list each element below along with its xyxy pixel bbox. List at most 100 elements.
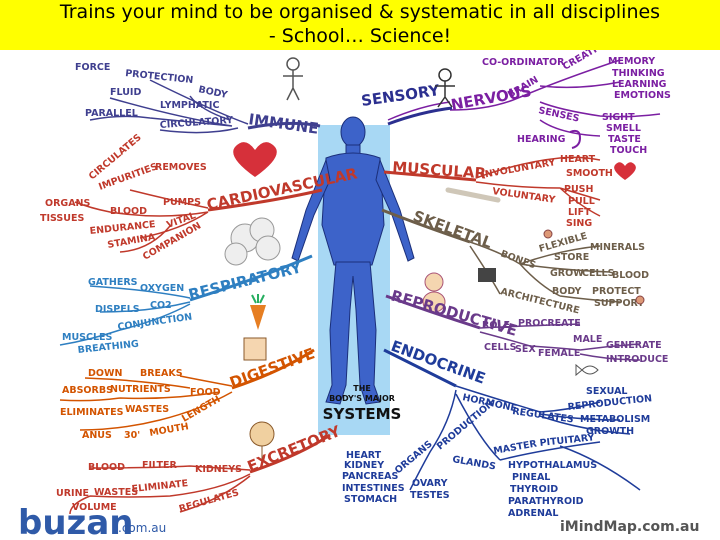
- branch-muscular: MUSCULAR INVOLUNTARY HEART SMOOTH VOLUNT…: [383, 154, 636, 229]
- leaf-heart: HEART: [560, 154, 596, 165]
- leaf-kidneys: KIDNEYS: [195, 464, 242, 475]
- leaf-anus: ANUS: [82, 430, 112, 441]
- branch-immune: IMMUNE FORCE PROTECTION BODY FLUID LYMPH…: [75, 62, 321, 138]
- bone-icon: [445, 187, 501, 203]
- leaf-heart-endocrine: HEART: [346, 450, 382, 461]
- leaf-wastes: WASTES: [125, 404, 169, 415]
- branch-label-muscular: MUSCULAR: [392, 158, 487, 183]
- branch-label-endocrine: ENDOCRINE: [389, 337, 488, 388]
- leaf-master: MASTER: [493, 438, 539, 457]
- imindmap-logo: iMindMap.com.au: [560, 519, 699, 535]
- leaf-emotions: EMOTIONS: [614, 90, 671, 101]
- balloon-icon: [249, 421, 275, 460]
- leaf-sexual: SEXUAL: [586, 386, 627, 397]
- leaf-stomach: STOMACH: [344, 494, 397, 505]
- leaf-muscles: MUSCLES: [62, 332, 113, 343]
- leaf-urine: URINE: [56, 488, 89, 499]
- ear-icon: [569, 129, 582, 149]
- leaf-voluntary: VOLUNTARY: [492, 186, 556, 206]
- leaf-testes: TESTES: [410, 490, 450, 501]
- leaf-protection: PROTECTION: [125, 68, 194, 86]
- leaf-growth: GROWTH: [586, 426, 634, 437]
- leaf-generate: GENERATE: [606, 340, 662, 351]
- leaf-female: FEMALE: [538, 348, 580, 359]
- leaf-bones: BONES: [499, 248, 537, 271]
- leaf-male: MALE: [573, 334, 602, 345]
- branch-label-skeletal: SKELETAL: [411, 207, 495, 252]
- leaf-protect: PROTECT: [592, 286, 641, 297]
- leaf-metabolism: METABOLISM: [580, 414, 650, 425]
- leaf-food: FOOD: [190, 387, 221, 398]
- flower-doodle-icon: [543, 229, 645, 305]
- branch-label-respiratory: RESPIRATORY: [187, 258, 305, 304]
- baby-icon: [422, 272, 446, 313]
- buzan-logo-main: buzan: [18, 503, 133, 540]
- title-banner: Trains your mind to be organised & syste…: [0, 0, 720, 50]
- leaf-thinking: THINKING: [612, 68, 665, 79]
- banner-line-2: - School… Science!: [268, 25, 452, 47]
- leaf-removes: REMOVES: [155, 162, 207, 173]
- leaf-mouth: MOUTH: [149, 421, 190, 439]
- leaf-wastes-excretory: WASTES: [94, 487, 138, 498]
- leaf-ovary: OVARY: [412, 478, 448, 489]
- leaf-force: FORCE: [75, 62, 110, 73]
- branch-label-immune: IMMUNE: [247, 110, 319, 138]
- leaf-glands: GLANDS: [451, 454, 496, 472]
- leaf-adrenal: ADRENAL: [508, 508, 558, 519]
- leaf-pineal: PINEAL: [512, 472, 550, 483]
- leaf-tissues: TISSUES: [40, 213, 84, 224]
- leaf-sight: SIGHT: [602, 112, 635, 123]
- leaf-memory: MEMORY: [608, 56, 655, 67]
- leaf-body: BODY: [197, 84, 228, 101]
- leaf-thyroid: THYROID: [510, 484, 558, 495]
- human-body-figure: [291, 116, 415, 405]
- leaf-intestines: INTESTINES: [342, 483, 405, 494]
- skeleton-figure-icon: [283, 57, 303, 101]
- heart-icon: [233, 142, 277, 177]
- leaf-organs-endocrine: ORGANS: [393, 439, 435, 477]
- leaf-30: 30': [124, 430, 140, 441]
- leaf-introduce: INTRODUCE: [606, 354, 668, 365]
- leaf-smell: SMELL: [606, 123, 641, 134]
- leaf-eliminates: ELIMINATES: [60, 407, 124, 418]
- leaf-pull: PULL: [568, 196, 595, 207]
- leaf-minerals: MINERALS: [590, 242, 645, 253]
- leaf-breaks: BREAKS: [140, 368, 183, 379]
- leaf-gathers: GATHERS: [88, 277, 138, 288]
- branch-respiratory: RESPIRATORY GATHERS OXYGEN DISPELS CO2 C…: [59, 254, 313, 356]
- banner-line-1: Trains your mind to be organised & syste…: [59, 1, 661, 23]
- leaf-body-skeletal: BODY: [552, 286, 582, 297]
- center-title-the: THE: [353, 384, 371, 393]
- leaf-push: PUSH: [564, 184, 594, 195]
- mind-map: THE BODY'S MAJOR SYSTEMS IMMUNE FORCE PR…: [18, 50, 699, 540]
- leaf-absorbs: ABSORBS: [62, 385, 113, 396]
- leaf-learning: LEARNING: [612, 79, 667, 90]
- leaf-kidney: KIDNEY: [344, 460, 384, 471]
- center-title-body: BODY'S MAJOR: [329, 394, 395, 403]
- buzan-logo-suffix: .com.au: [118, 521, 166, 535]
- leaf-procreate: PROCREATE: [518, 318, 581, 329]
- leaf-taste: TASTE: [608, 134, 641, 145]
- leaf-role: ROLE: [482, 320, 510, 331]
- stick-figure-icon: [435, 68, 455, 108]
- leaf-volume: VOLUME: [72, 502, 117, 513]
- stomach-icon: [243, 337, 267, 361]
- leaf-involuntary: INVOLUNTARY: [481, 157, 557, 181]
- leaf-circulatory: CIRCULATORY: [159, 115, 233, 131]
- leaf-parallel: PARALLEL: [85, 108, 138, 119]
- leaf-grow: GROW: [550, 268, 584, 279]
- leaf-co2: CO2: [150, 300, 172, 311]
- leaf-co-ordinator: CO-ORDINATOR: [482, 57, 565, 68]
- leaf-lift: LIFT: [568, 207, 591, 218]
- leaf-touch: TOUCH: [610, 145, 647, 156]
- leaf-lymphatic: LYMPHATIC: [160, 100, 219, 111]
- center-title-systems: SYSTEMS: [323, 405, 402, 423]
- leaf-down: DOWN: [88, 368, 122, 379]
- branch-nervous: SENSORY NERVOUS BRAIN CO-ORDINATOR CREAT…: [360, 50, 671, 156]
- leaf-oxygen: OXYGEN: [140, 283, 184, 294]
- leaf-store: STORE: [554, 252, 589, 263]
- leaf-blood-skeletal: BLOOD: [612, 270, 649, 281]
- leaf-eliminate: ELIMINATE: [131, 478, 188, 495]
- leaf-hypothalamus: HYPOTHALAMUS: [508, 460, 597, 471]
- leaf-smooth: SMOOTH: [566, 168, 613, 179]
